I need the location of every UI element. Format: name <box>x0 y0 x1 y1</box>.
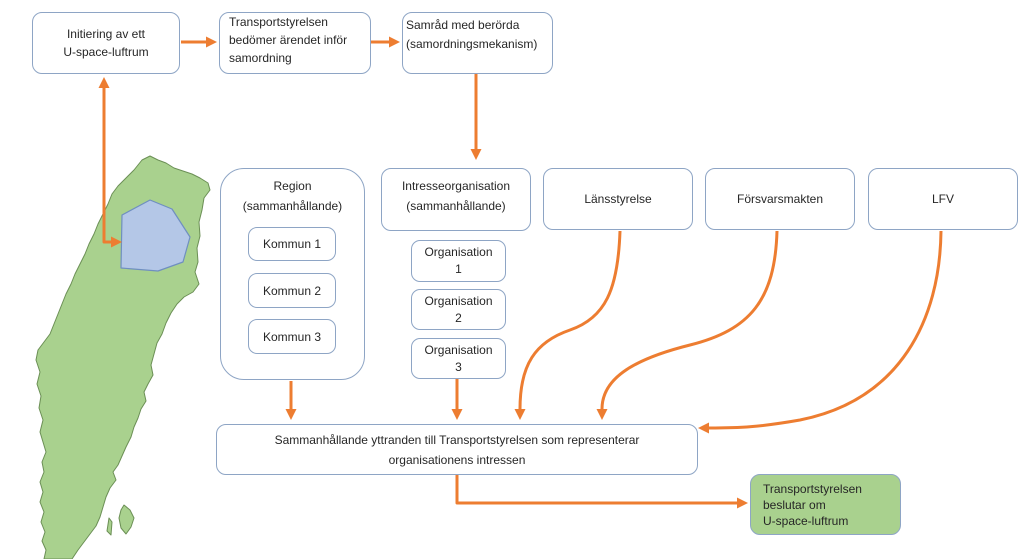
statements-text-line: organisationens intressen <box>388 452 526 467</box>
municipality-box: Kommun 3 <box>248 319 336 354</box>
organisation-label: Organisation <box>424 342 493 357</box>
initiation-box: Initiering av ett U-space-luftrum <box>32 12 180 74</box>
assessment-text-line: bedömer ärendet inför <box>229 33 348 47</box>
arrow-statements-to-decision <box>455 475 748 509</box>
organisation-box: Organisation 1 <box>411 240 506 282</box>
organisation-number: 2 <box>455 310 462 325</box>
organisation-box: Organisation 2 <box>411 289 506 330</box>
decision-box: Transportstyrelsen beslutar om U-space-l… <box>750 474 901 535</box>
arrow-lfv-to-statements <box>698 230 943 434</box>
municipality-label: Kommun 2 <box>262 283 322 298</box>
arrow-initiation-to-map-area <box>98 77 122 248</box>
municipality-label: Kommun 1 <box>262 237 322 251</box>
armed-forces-box: Försvarsmakten <box>705 168 855 230</box>
lfv-label: LFV <box>931 192 954 206</box>
organisation-number: 3 <box>455 359 462 374</box>
sweden-map <box>35 155 211 559</box>
gotland-island-shape <box>118 504 135 535</box>
organisation-label: Organisation <box>424 293 493 308</box>
municipality-box: Kommun 1 <box>248 227 336 261</box>
region-box: Region (sammanhållande) Kommun 1 Kommun … <box>220 168 365 380</box>
county-board-box: Länsstyrelse <box>543 168 693 230</box>
armed-forces-label: Försvarsmakten <box>736 192 824 206</box>
municipality-label: Kommun 3 <box>262 329 322 344</box>
assessment-text-line: Transportstyrelsen <box>229 15 328 29</box>
consultation-text-line: (samordningsmekanism) <box>406 37 538 51</box>
statements-box: Sammanhållande yttranden till Transports… <box>216 424 698 475</box>
decision-text-line: U-space-luftrum <box>763 513 849 528</box>
municipality-box: Kommun 2 <box>248 273 336 308</box>
interest-organisation-box: Intresseorganisation (sammanhållande) <box>381 168 531 231</box>
decision-text-line: beslutar om <box>763 497 826 512</box>
decision-text-line: Transportstyrelsen <box>763 481 862 496</box>
arrow-county-board-to-statements <box>514 230 622 420</box>
u-space-area-highlight <box>120 199 191 272</box>
region-title-line: Region <box>273 179 312 193</box>
arrow-armed-forces-to-statements <box>596 230 779 420</box>
organisation-number: 1 <box>455 262 462 276</box>
organisation-label: Organisation <box>424 245 493 259</box>
consultation-text-line: Samråd med berörda <box>406 18 520 32</box>
consultation-box: Samråd med berörda (samordningsmekanism) <box>402 12 553 74</box>
interest-organisation-title-line: (sammanhållande) <box>406 199 506 213</box>
initiation-text-line: U-space-luftrum <box>63 45 149 59</box>
connectors <box>98 36 943 509</box>
lfv-box: LFV <box>868 168 1018 230</box>
interest-organisation-title-line: Intresseorganisation <box>401 179 511 193</box>
assessment-box: Transportstyrelsen bedömer ärendet inför… <box>219 12 371 74</box>
organisation-box: Organisation 3 <box>411 338 506 379</box>
county-board-label: Länsstyrelse <box>584 192 652 206</box>
initiation-text-line: Initiering av ett <box>66 27 146 41</box>
region-title-line: (sammanhållande) <box>242 199 343 213</box>
oland-island-shape <box>106 517 113 536</box>
statements-text-line: Sammanhållande yttranden till Transports… <box>274 432 640 447</box>
assessment-text-line: samordning <box>229 51 292 65</box>
